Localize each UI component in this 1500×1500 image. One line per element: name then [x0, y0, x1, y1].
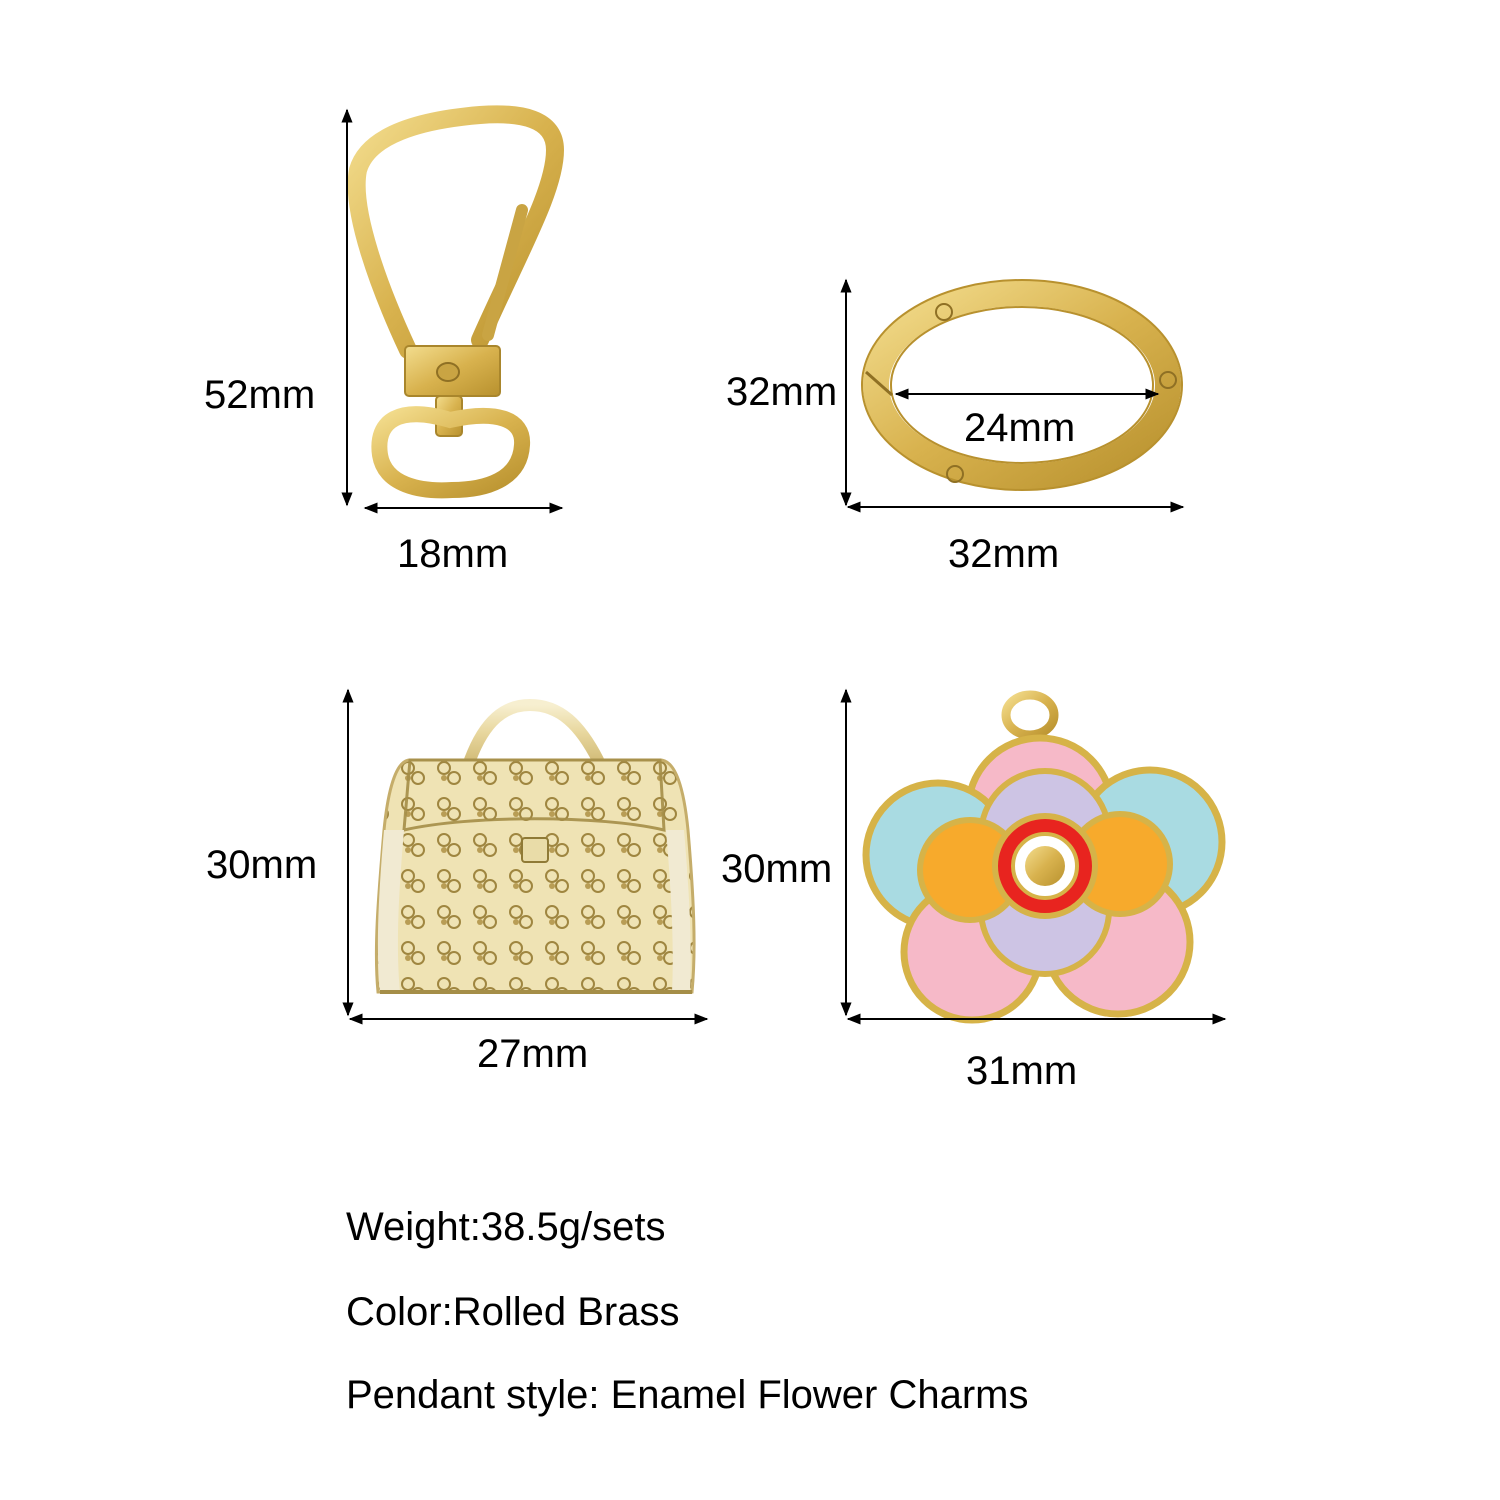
ring-stamp-mark [1159, 371, 1177, 389]
handbag-clasp [521, 837, 549, 863]
handbag-width-label: 27mm [477, 1032, 588, 1076]
snap-hook-width-dimension: 18mm [363, 502, 564, 576]
snap-hook-width-label: 18mm [397, 532, 508, 576]
split-ring-inner-edge [890, 306, 1154, 464]
flower-height-label: 30mm [721, 847, 832, 891]
flower-center-disc [1025, 846, 1065, 886]
weight-spec: Weight:38.5g/sets [346, 1205, 666, 1249]
handbag-height-dimension: 30mm [206, 688, 354, 1017]
handbag-flap [402, 758, 666, 832]
ring-stamp-mark [935, 303, 953, 321]
flower-height-dimension: 30mm [721, 688, 852, 1017]
handbag-width-dimension: 27mm [348, 1013, 709, 1076]
handbag-handle [464, 698, 604, 766]
ring-stamp-mark [946, 465, 964, 483]
snap-hook-rivet [436, 362, 460, 382]
split-ring-gap [865, 370, 893, 397]
flower-width-label: 31mm [966, 1049, 1077, 1093]
split-ring-inner-label: 24mm [964, 406, 1075, 450]
flat-split-ring-illustration [861, 279, 1183, 491]
handbag-side-panel [377, 830, 404, 992]
split-ring-width-dimension: 32mm [846, 501, 1185, 576]
split-ring-height-label: 32mm [726, 370, 837, 414]
snap-hook-height-dimension: 52mm [204, 108, 353, 507]
flower-bail-loop [1001, 690, 1059, 740]
enamel-flower-charm-illustration [862, 690, 1226, 1024]
flower-width-dimension: 31mm [846, 1013, 1227, 1093]
handbag-charm-illustration [374, 698, 696, 994]
split-ring-band [863, 280, 1181, 490]
split-ring-height-dimension: 32mm [726, 278, 852, 507]
snap-hook-d-ring [371, 406, 531, 499]
handbag-height-label: 30mm [206, 843, 317, 887]
swivel-snap-hook-illustration [347, 105, 565, 499]
snap-hook-height-label: 52mm [204, 373, 315, 417]
snap-hook-gate [482, 204, 528, 341]
split-ring-inner-dimension: 24mm [894, 388, 1160, 450]
split-ring-width-label: 32mm [948, 532, 1059, 576]
snap-hook-body [347, 105, 565, 359]
color-spec: Color:Rolled Brass [346, 1290, 680, 1334]
pendant-style-spec: Pendant style: Enamel Flower Charms [346, 1373, 1029, 1417]
handbag-side-panel [666, 830, 691, 992]
split-ring-outer-edge [861, 279, 1183, 491]
